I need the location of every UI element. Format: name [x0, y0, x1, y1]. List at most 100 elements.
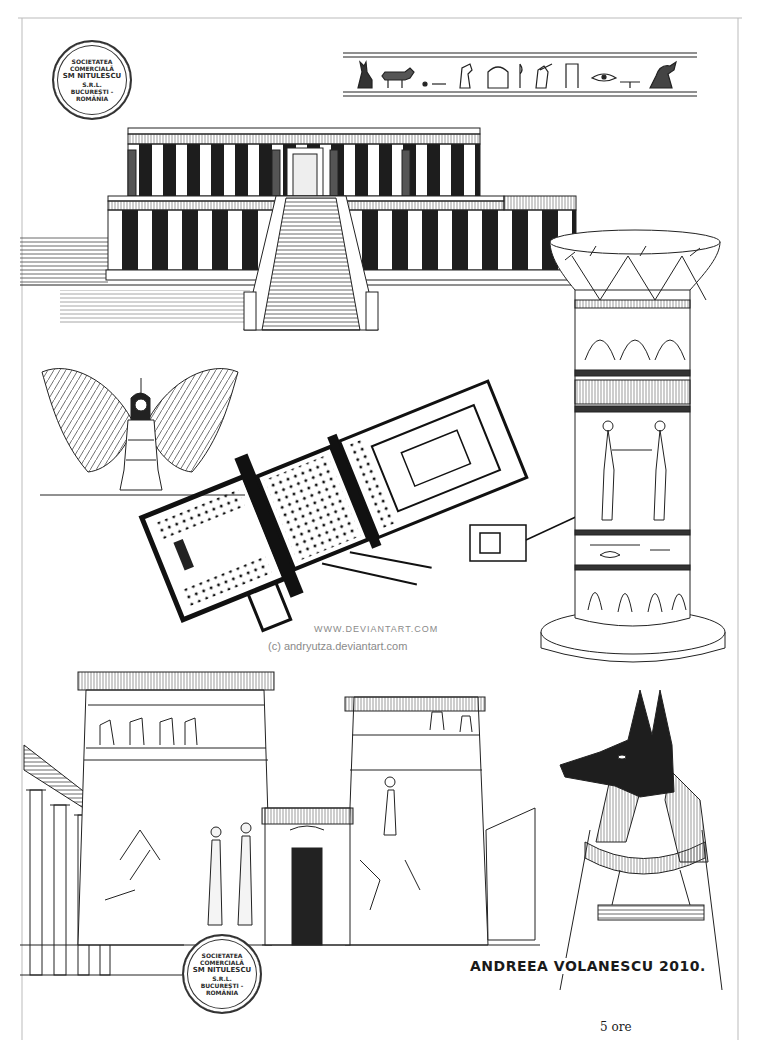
temple-courtyard-part	[292, 848, 322, 945]
hieroglyph-band-part	[520, 64, 522, 88]
hieroglyph-band-part	[432, 83, 446, 84]
temple-courtyard-part	[345, 697, 485, 711]
lotus-column-part	[575, 380, 690, 404]
lotus-column-part	[575, 300, 690, 308]
temple-facade-part	[128, 134, 480, 144]
temple-courtyard-part	[350, 770, 482, 771]
temple-courtyard	[20, 672, 540, 975]
lotus-column-part	[572, 256, 706, 300]
stamp-text: S.R.L.	[192, 975, 252, 982]
temple-plan-part	[173, 539, 194, 571]
temple-courtyard-part	[486, 808, 535, 940]
winged-isis-part	[135, 399, 147, 411]
hieroglyph-band-part	[620, 82, 640, 88]
temple-facade-part	[293, 154, 317, 196]
winged-isis-part	[126, 440, 156, 460]
time-note: 5 ore	[598, 1020, 634, 1034]
hieroglyph-band-part	[592, 74, 616, 81]
temple-plan-part	[339, 381, 526, 537]
temple-facade-part	[287, 148, 323, 196]
hieroglyph-band-part	[566, 64, 578, 88]
temple-courtyard-part	[290, 826, 324, 830]
temple-facade-part	[128, 150, 136, 196]
lotus-column-part	[575, 530, 690, 535]
temple-courtyard-part	[88, 705, 264, 706]
stamp-text: SM NITULESCU	[62, 72, 122, 81]
temple-facade-part	[504, 196, 576, 210]
temple-facade-part	[128, 144, 480, 196]
hieroglyph-band-part	[536, 64, 552, 88]
temple-courtyard-part	[105, 830, 160, 900]
temple-courtyard-part	[208, 827, 222, 925]
temple-courtyard-part	[238, 823, 252, 925]
winged-isis-part	[40, 495, 245, 496]
chapel-plan-part	[470, 525, 526, 561]
anubis-figure	[560, 690, 722, 990]
hieroglyph-band-part	[343, 95, 697, 96]
lotus-column-part	[585, 340, 685, 360]
lotus-column-part	[575, 406, 690, 412]
temple-courtyard-part	[384, 777, 396, 835]
lotus-column-part	[654, 421, 666, 520]
anubis-figure-part	[612, 870, 690, 905]
hieroglyph-band-part	[650, 62, 676, 88]
temple-courtyard-part	[20, 975, 182, 976]
temple-facade-part	[20, 236, 108, 284]
watermark-text: WWW.DEVIANTART.COM	[312, 624, 440, 634]
temple-facade-part	[128, 128, 480, 134]
temple-courtyard-part	[345, 697, 488, 945]
temple-plan	[134, 360, 548, 671]
lotus-column-part	[588, 593, 686, 613]
temple-facade-part	[60, 290, 250, 324]
stamp-text: SOCIETATEA COMERCIALĂ	[192, 952, 252, 966]
stamp-text: BUCUREȘTI - ROMÂNIA	[62, 88, 122, 102]
temple-plan-part	[350, 526, 432, 594]
temple-courtyard-part	[54, 805, 66, 975]
winged-isis-part	[42, 369, 132, 472]
temple-plan-part	[182, 556, 272, 606]
lotus-column-part	[565, 246, 700, 260]
temple-courtyard-part	[352, 735, 480, 736]
hieroglyph-band-part	[488, 67, 508, 88]
temple-plan-part	[257, 447, 369, 570]
temple-facade-part	[366, 292, 378, 330]
temple-plan-part	[155, 489, 245, 539]
stamp-text: S.R.L.	[62, 81, 122, 88]
lotus-column-part	[590, 545, 670, 558]
temple-plan-part	[322, 534, 417, 615]
lotus-column-part	[550, 230, 720, 254]
temple-courtyard-part	[78, 672, 274, 690]
lotus-column-part	[575, 370, 690, 376]
temple-plan-part	[350, 439, 397, 528]
temple-facade	[20, 128, 620, 330]
temple-courtyard-part	[84, 760, 268, 761]
temple-courtyard-part	[360, 860, 420, 910]
hieroglyph-band-part	[343, 91, 697, 92]
stamp-text: SOCIETATEA COMERCIALĂ	[62, 58, 122, 72]
stamp-text: SM NITULESCU	[192, 966, 252, 975]
temple-facade-part	[330, 150, 338, 196]
temple-plan-part	[372, 405, 500, 511]
hieroglyph-band-part	[423, 82, 427, 86]
temple-plan-part	[248, 582, 291, 630]
watermark-text: (c) andryutza.deviantart.com	[266, 640, 409, 652]
sheet-frame	[18, 18, 742, 1040]
hieroglyph-band-part	[602, 75, 606, 79]
lotus-column-part	[612, 450, 652, 451]
lotus-column	[541, 230, 725, 662]
temple-plan-part	[401, 430, 470, 486]
chapel-plan-part	[480, 533, 500, 553]
temple-courtyard-part	[100, 718, 197, 745]
company-stamp: SOCIETATEA COMERCIALĂSM NITULESCUS.R.L.B…	[52, 40, 132, 120]
temple-facade-part	[262, 198, 360, 330]
hieroglyph-band-part	[358, 62, 372, 88]
anubis-figure-part	[618, 755, 626, 759]
company-stamp: SOCIETATEA COMERCIALĂSM NITULESCUS.R.L.B…	[182, 934, 262, 1014]
sheet-frame-part	[22, 18, 23, 1040]
temple-courtyard-part	[30, 790, 42, 975]
temple-courtyard-part	[20, 945, 184, 946]
winged-isis-part	[131, 393, 150, 420]
